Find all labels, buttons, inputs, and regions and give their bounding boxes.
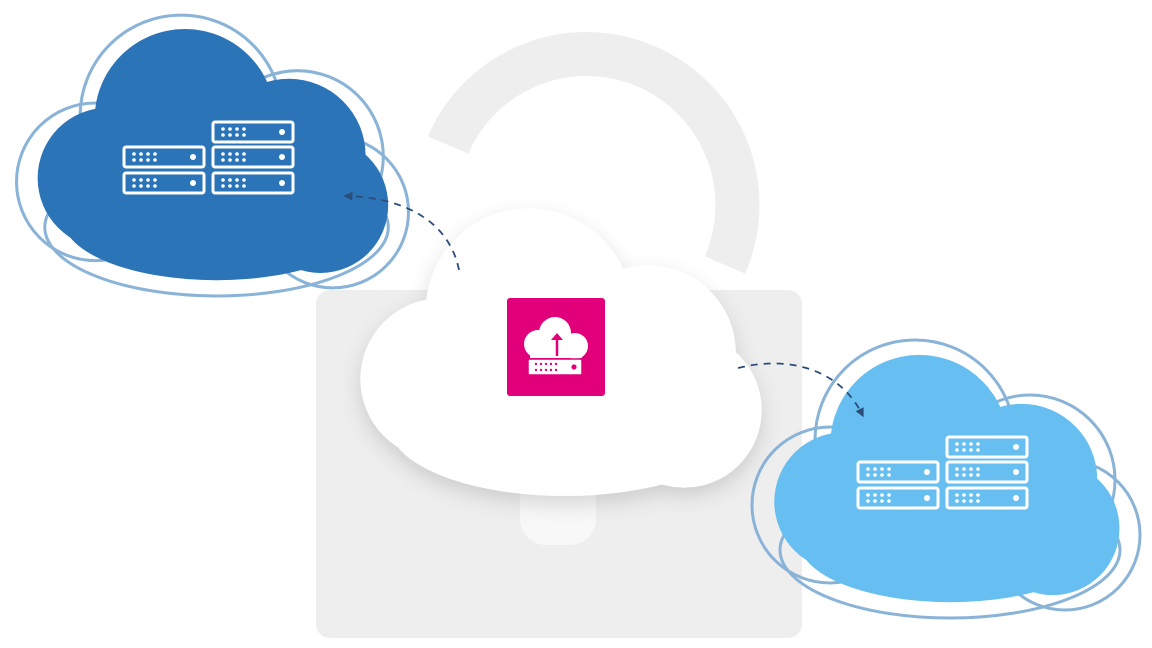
padlock-shackle	[427, 32, 760, 274]
left-cloud	[14, 13, 411, 298]
right-cloud	[750, 338, 1142, 620]
connector-to-left-cloud	[343, 191, 460, 271]
connector-to-right-cloud	[737, 362, 864, 418]
cloud-upload-server-icon	[507, 298, 605, 396]
